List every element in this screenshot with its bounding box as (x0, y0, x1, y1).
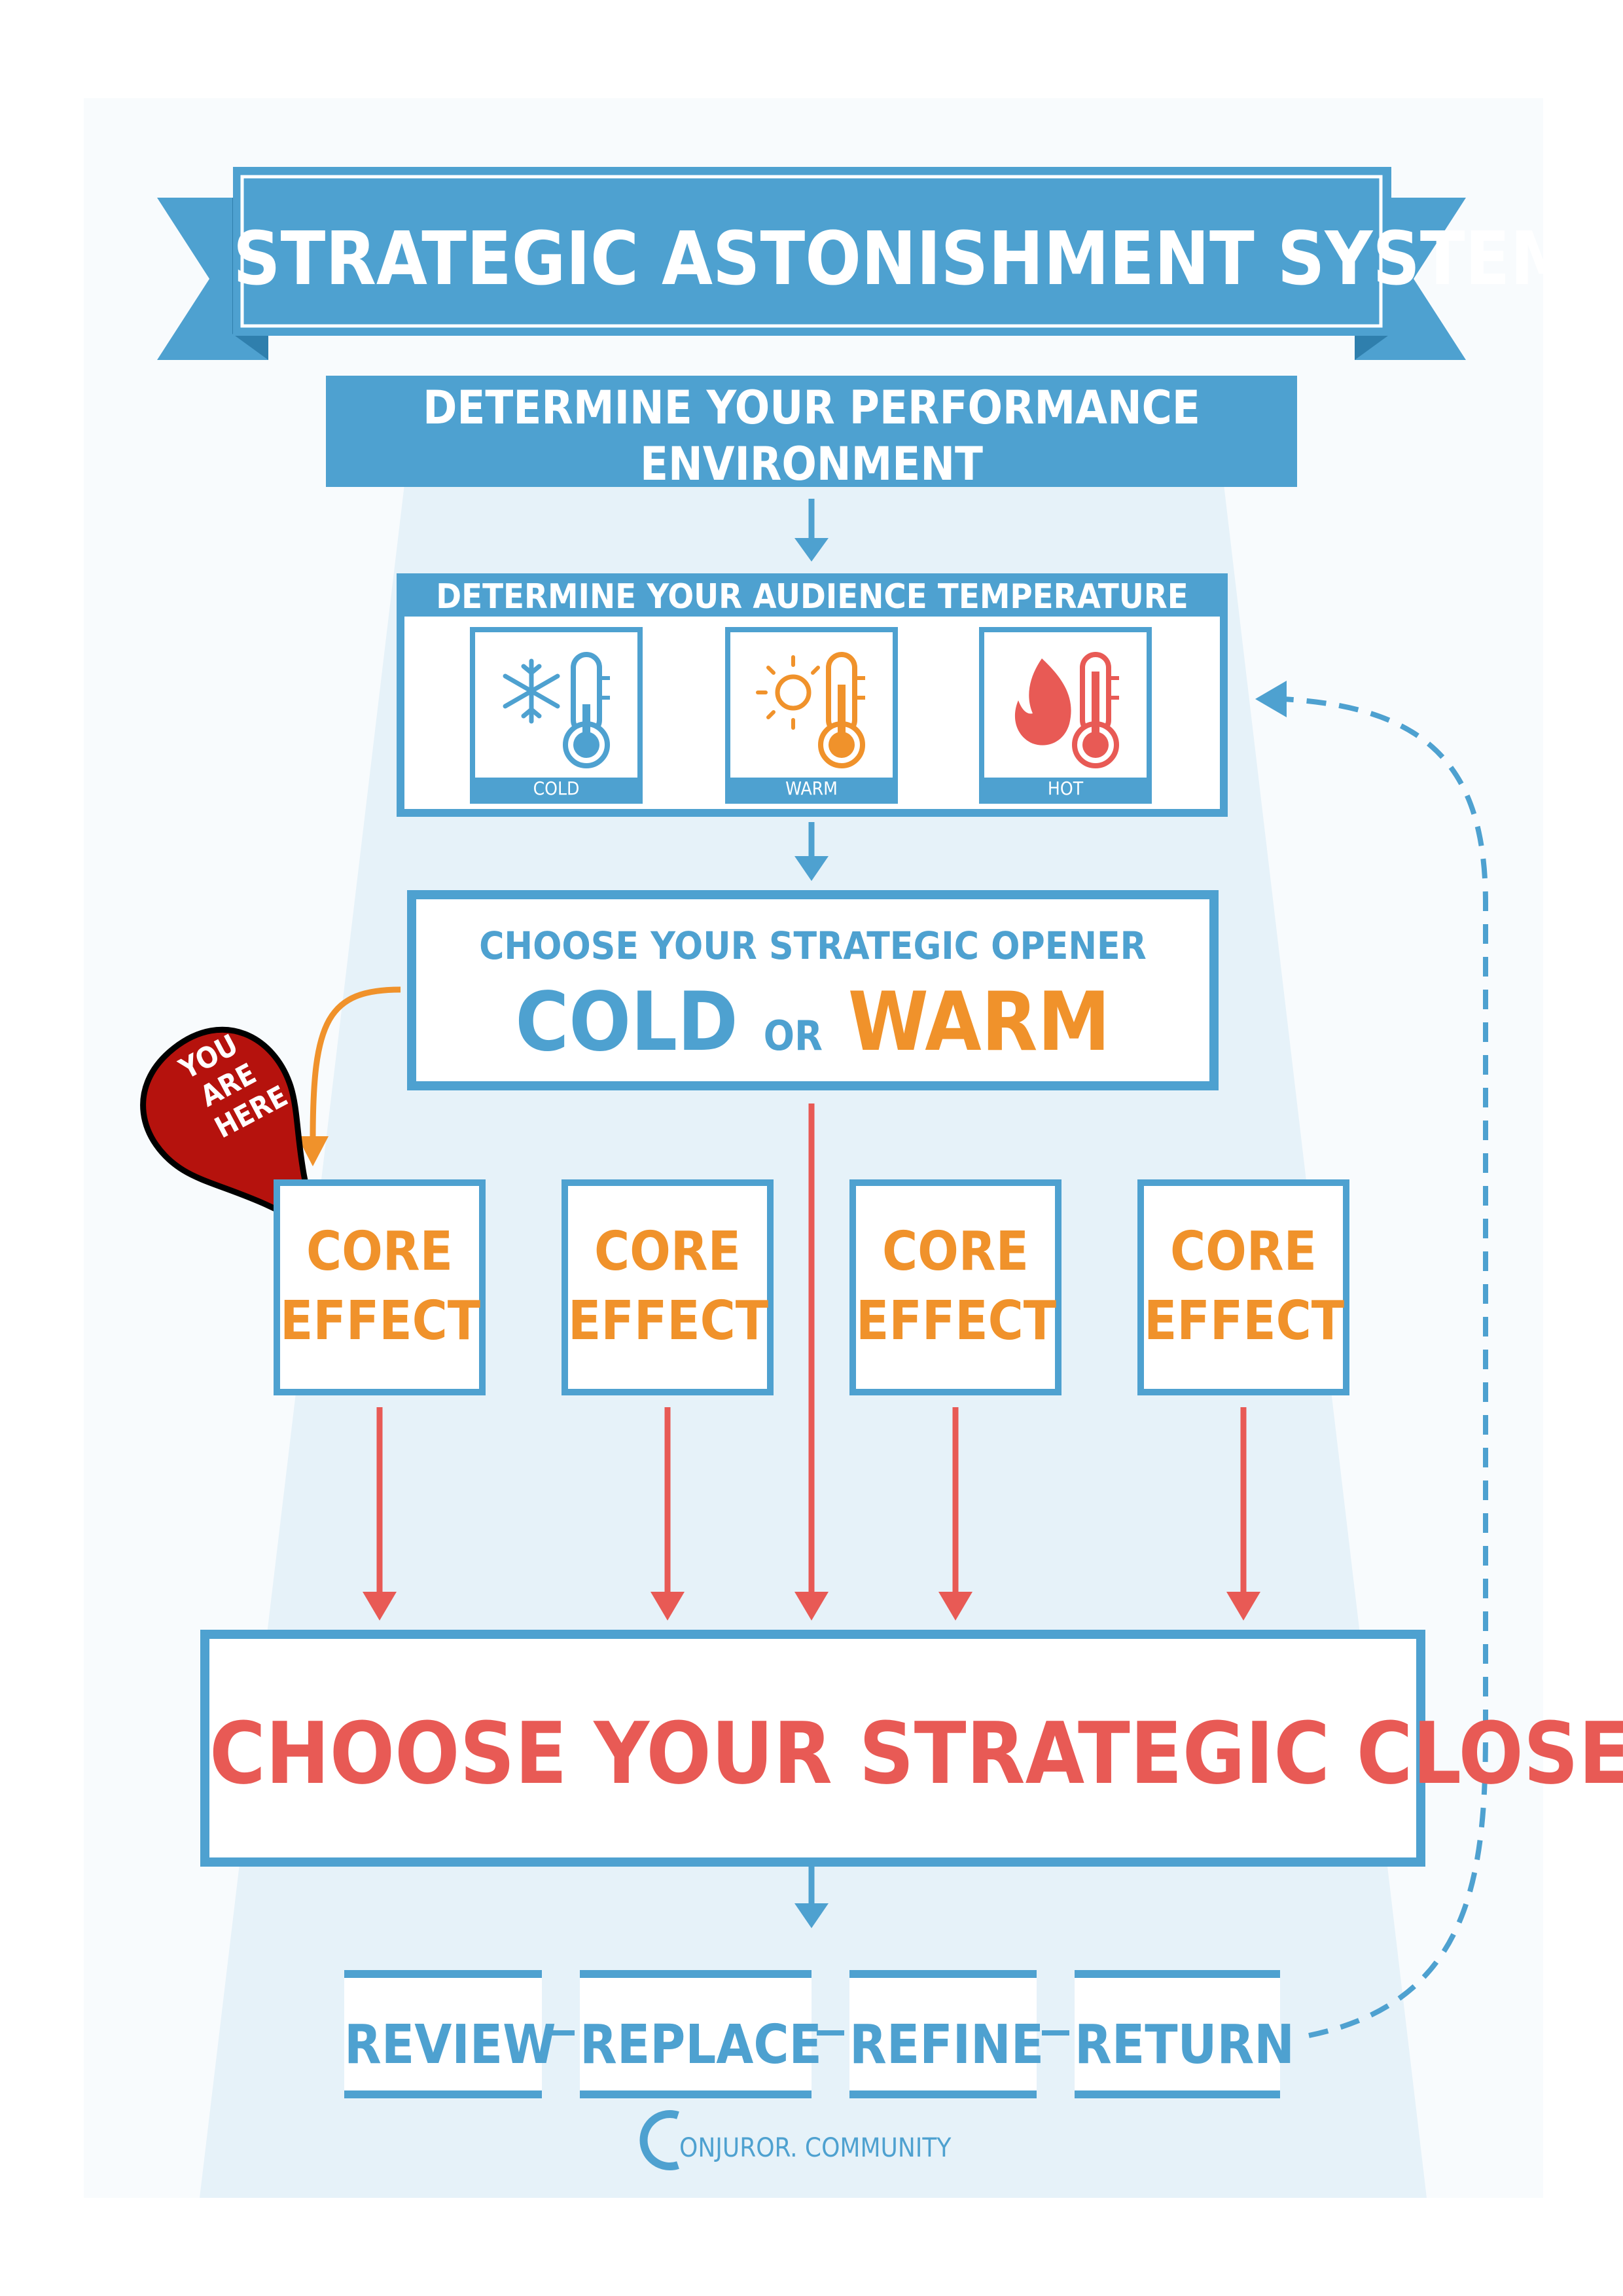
hot-label: HOT (984, 778, 1147, 799)
core-effect-card[interactable]: CORE EFFECT (1137, 1179, 1349, 1395)
temperature-header: DETERMINE YOUR AUDIENCE TEMPERATURE (397, 573, 1228, 617)
snowflake-thermometer-icon (503, 652, 610, 768)
environment-line1: DETERMINE YOUR PERFORMANCE (423, 381, 1200, 435)
cycle-replace-label: REPLACE (580, 2014, 822, 2076)
arrow-closer-to-cycle (794, 1867, 829, 1928)
return-loop-arrow (1255, 681, 1488, 2038)
core-effect-card[interactable]: CORE EFFECT (849, 1179, 1061, 1395)
opener-title: CHOOSE YOUR STRATEGIC OPENER (479, 924, 1147, 968)
opener-choice: COLD OR WARM (416, 982, 1209, 1063)
temperature-hot-card[interactable]: HOT (979, 627, 1152, 804)
cycle-replace[interactable]: REPLACE (580, 1970, 822, 2098)
arrow-opener-to-first-effect (297, 986, 401, 1166)
temperature-warm-card[interactable]: WARM (725, 627, 898, 804)
cycle-review[interactable]: REVIEW (344, 1970, 556, 2098)
footer-brand[interactable]: ONJUROR. COMMUNITY (679, 2133, 952, 2163)
cycle-return[interactable]: RETURN (1075, 1970, 1295, 2098)
core-effect-line2: EFFECT (280, 1290, 481, 1352)
opener-step: CHOOSE YOUR STRATEGIC OPENER COLD OR WAR… (407, 890, 1219, 1090)
cold-label: COLD (475, 778, 637, 799)
temperature-title: DETERMINE YOUR AUDIENCE TEMPERATURE (436, 577, 1188, 617)
core-effect-line2: EFFECT (568, 1290, 769, 1352)
arrow-environment-to-temperature (794, 499, 829, 562)
arrow-temperature-to-opener (794, 822, 829, 881)
temperature-cold-card[interactable]: COLD (470, 627, 643, 804)
sun-thermometer-icon (756, 652, 865, 768)
core-effect-line1: CORE (882, 1221, 1029, 1283)
cycle-refine[interactable]: REFINE (849, 1970, 1044, 2098)
closer-step: CHOOSE YOUR STRATEGIC CLOSER (200, 1630, 1623, 1867)
environment-step: DETERMINE YOUR PERFORMANCE ENVIRONMENT (326, 376, 1297, 487)
opener-warm[interactable]: WARM (847, 975, 1111, 1069)
core-effect-line2: EFFECT (856, 1290, 1057, 1352)
flame-thermometer-icon (1014, 652, 1119, 768)
core-effect-card[interactable]: CORE EFFECT (562, 1179, 774, 1395)
cycle-return-label: RETURN (1075, 2014, 1295, 2076)
cycle-review-label: REVIEW (344, 2014, 556, 2076)
core-effect-line1: CORE (594, 1221, 741, 1283)
core-effect-line2: EFFECT (1144, 1290, 1345, 1352)
opener-or: OR (763, 1012, 823, 1060)
cycle-refine-label: REFINE (849, 2014, 1044, 2076)
red-arrows (363, 1103, 1260, 1621)
core-effect-line1: CORE (306, 1221, 454, 1283)
opener-cold[interactable]: COLD (515, 975, 738, 1069)
page-title: STRATEGIC ASTONISHMENT SYSTEM (233, 217, 1576, 302)
closer-title: CHOOSE YOUR STRATEGIC CLOSER (209, 1704, 1623, 1803)
environment-line2: ENVIRONMENT (639, 437, 983, 491)
core-effect-line1: CORE (1169, 1221, 1317, 1283)
core-effect-card[interactable]: CORE EFFECT (274, 1179, 486, 1395)
warm-label: WARM (730, 778, 893, 799)
